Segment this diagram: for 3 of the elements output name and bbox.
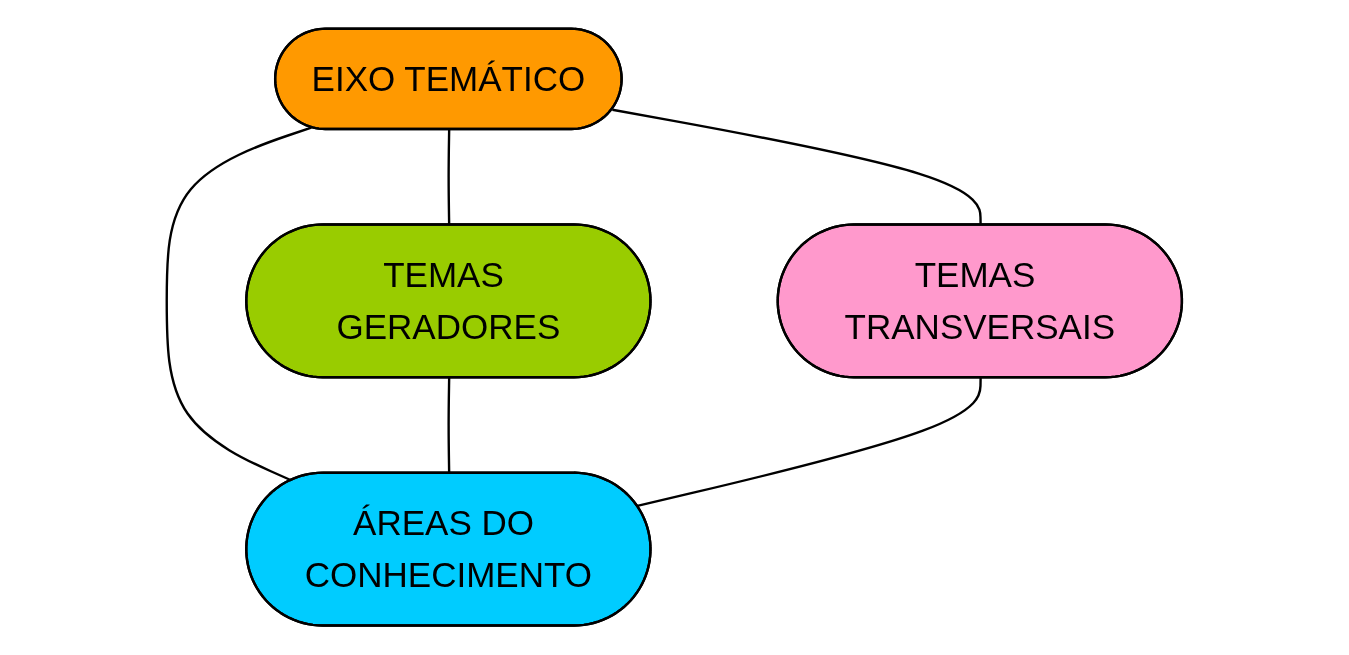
connector: [637, 378, 982, 508]
connector: [447, 378, 451, 474]
connector: [165, 126, 312, 482]
